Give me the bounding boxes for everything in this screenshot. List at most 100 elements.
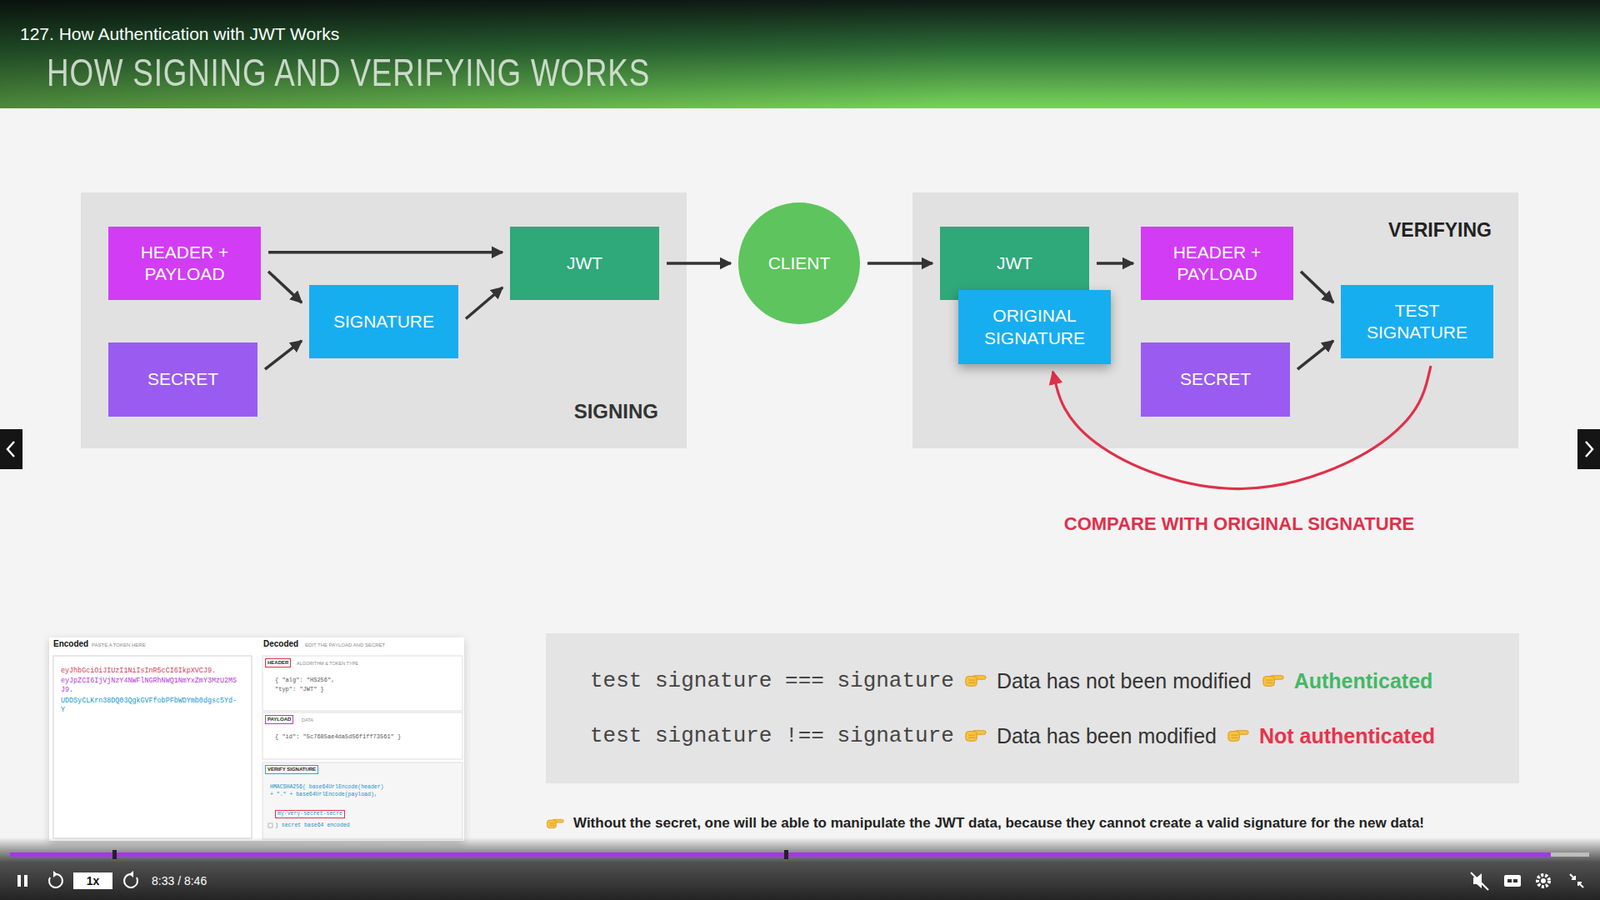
label-slot: { "id": "5c7685ae4da5d56f1ff73561" } [275,733,442,740]
next-chevron [1585,441,1593,457]
client-circle: CLIENT [738,202,860,325]
secret-field: my-very-secret-secre [275,810,345,819]
box-label: JWT [996,252,1033,275]
box-label: SIGNATURE [333,310,435,333]
result-note: Data has not been modified [996,669,1252,694]
mute-slash [1470,872,1489,890]
label-slot: DATA [301,717,314,724]
label-slot: VERIFY SIGNATURE [265,765,319,775]
connector-arrow [666,261,731,265]
edge-label-slot: COMPARE WITH ORIGINAL SIGNATURE [1060,513,1418,535]
pointing-hand-icon [964,673,987,689]
process-box: SECRET [1140,342,1290,417]
label-slot: Without the secret, one will be able to … [573,815,1425,832]
label-slot: 127. How Authentication with JWT Works [20,23,340,45]
process-box: HEADER + PAYLOAD [108,226,261,300]
label-slot: EDIT THE PAYLOAD AND SECRET [305,642,385,649]
settings-gear [1537,875,1550,887]
panel-hint: EDIT THE PAYLOAD AND SECRET [305,642,385,649]
connector-arrow [268,250,503,255]
process-box: ORIGINAL SIGNATURE [958,290,1111,365]
box-label: TEST SIGNATURE [1347,300,1487,345]
token-part: eyJpZCI6IjVjNzY4NWFlNGRhNWQ1NmYxZmY3MzU2… [60,676,238,696]
forward-icon [124,874,138,888]
captions-mark [1507,879,1512,883]
encoded-box [53,655,252,839]
exit-fullscreen-icon [1570,874,1584,888]
pointing-hand [1261,673,1285,689]
speed-button: 1x [73,872,113,890]
result-status: Not authenticated [1259,724,1435,749]
slide-title: HOW SIGNING AND VERIFYING WORKS [46,50,650,95]
section-tag: VERIFY SIGNATURE [265,765,319,775]
signing-panel: SIGNINGHEADER + PAYLOADSECRETSIGNATUREJW… [80,192,687,449]
footnote: Without the secret, one will be able to … [573,815,1425,832]
label-slot: PASTE A TOKEN HERE [91,642,146,649]
code-text: HMACSHA256( base64UrlEncode(header) + ".… [270,783,387,800]
process-box: JWT [940,226,1090,300]
rewind-head [53,870,58,878]
process-box: SIGNATURE [309,285,459,359]
box-label: CLIENT [768,252,831,275]
result-status: Authenticated [1294,669,1434,694]
result-row: test signature === signature Data has not… [590,668,1500,694]
verifying-panel: VERIFYING JWT ORIGINAL SIGNATURE HEADER + P… [912,192,1519,449]
token-part: UDDSyCLKrn38DQ03QgkGVFfobPFbWDYmb0dgsc5Y… [60,696,238,716]
label-slot: eyJpZCI6IjVjNzY4NWFlNGRhNWQ1NmYxZmY3MzU2… [60,676,238,696]
checkbox [268,823,273,828]
screenshot-frame [49,637,465,841]
pointing-hand [1226,728,1250,744]
json-text: { "id": "5c7685ae4da5d56f1ff73561" } [275,733,442,740]
forward-head [129,870,134,878]
panel-hint: ALGORITHM & TOKEN TYPE [296,660,359,667]
process-box: TEST SIGNATURE [1340,285,1494,359]
label-slot: HMACSHA256( base64UrlEncode(header) + ".… [270,783,387,800]
label-slot: 1x [73,872,113,890]
json-text: { "alg": "HS256", "typ": "JWT" } [275,675,335,694]
token-part: eyJhbGciOiJIUzI1NiIsInR5cCI6IkpXVCJ9. [60,666,238,676]
box-label: SECRET [1180,368,1251,390]
pointing-hand-icon [1226,728,1250,744]
pointing-hand-shape [1262,675,1283,687]
pointing-hand [964,673,987,689]
label-slot: PAYLOAD [265,715,294,725]
progress-marker [784,850,789,860]
process-box: HEADER + PAYLOAD [1140,226,1294,300]
pointing-hand-shape [965,730,986,742]
panel-heading: VERIFYING [1388,219,1492,242]
pointing-hand-shape [965,675,986,687]
title-slot: HOW SIGNING AND VERIFYING WORKS [46,50,801,95]
video-title: 127. How Authentication with JWT Works [20,23,340,45]
jwt-io-screenshot [49,637,465,841]
result-note: Data has been modified [996,724,1217,749]
pointing-hand [964,728,987,744]
panel-hint: PASTE A TOKEN HERE [91,642,146,649]
result-row: test signature !== signatureData has bee… [590,723,1500,749]
connector-arrow [867,261,933,265]
pause-bar [24,875,28,887]
pointing-hand-icon [964,728,987,744]
pointing-hand-icon [1261,673,1285,689]
video-controls [0,837,1600,900]
progress-played [10,852,1551,857]
panel-hint: DATA [301,717,314,724]
label-slot: my-very-secret-secre [275,810,345,819]
pointing-hand [546,819,564,828]
label-slot: eyJhbGciOiJIUzI1NiIsInR5cCI6IkpXVCJ9. [60,666,238,676]
prev-button [0,429,23,470]
section-tag: PAYLOAD [265,715,294,725]
prev-chevron [7,441,15,457]
panel-heading: SIGNING [574,400,659,424]
payload-section [262,712,463,760]
captions-mark [1513,879,1518,883]
label-slot: Decoded [263,639,299,650]
label-slot: UDDSyCLKrn38DQ03QgkGVFfobPFbWDYmb0dgsc5Y… [60,696,238,716]
rewind-icon [49,874,63,888]
captions-icon [1504,875,1521,887]
settings-hub [1540,878,1546,884]
code-text: ) secret base64 encoded [275,822,350,830]
process-box: SECRET [108,342,258,417]
comparison-code: test signature === signature [590,668,955,694]
next-button [1577,429,1600,470]
